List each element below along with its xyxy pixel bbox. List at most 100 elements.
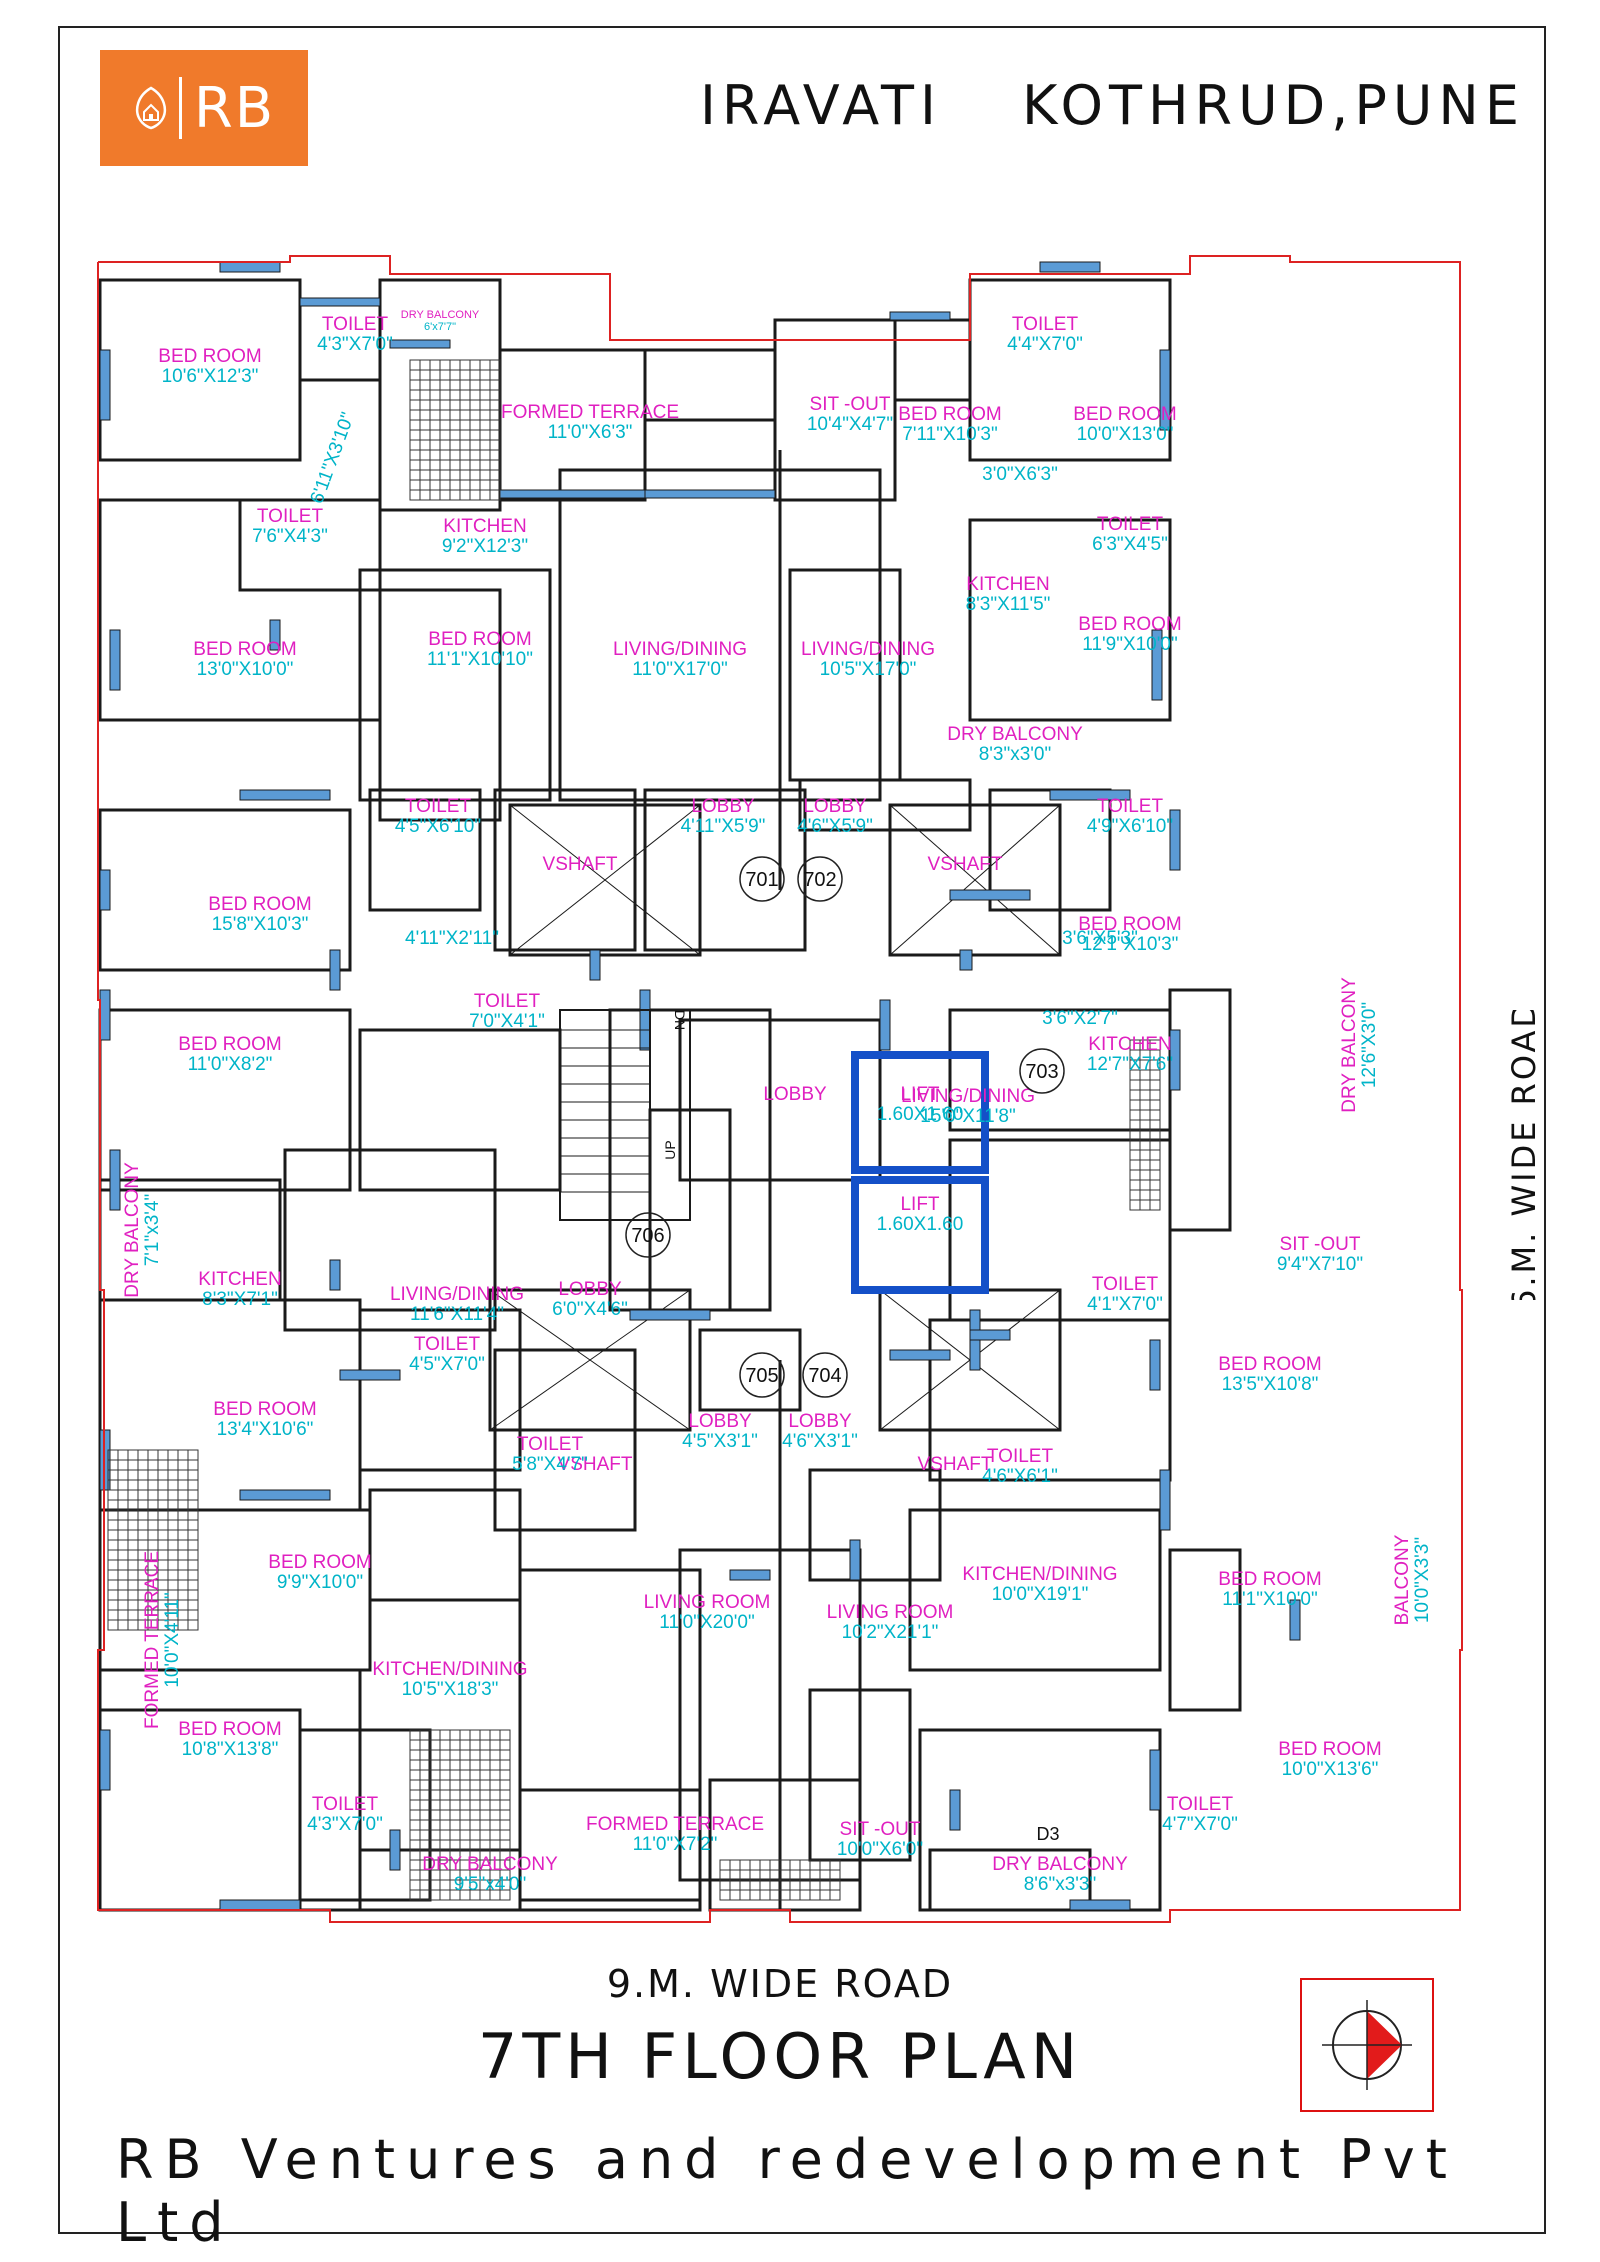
wall-room-10 [378, 588, 502, 822]
room-35: LOBBY [763, 1084, 827, 1105]
wall-room-49 [928, 1848, 1092, 1912]
window-35 [949, 1789, 961, 1831]
room-dimension: 15'8"X10'3" [212, 914, 309, 935]
room-dimension: 4'9"X6'10" [1087, 816, 1173, 837]
wall-room-17 [493, 788, 637, 952]
room-45: VSHAFT [918, 1454, 993, 1475]
window-27 [969, 1329, 1011, 1341]
wall-room-33 [928, 1318, 1172, 1482]
room-name: BED ROOM [1278, 1739, 1381, 1760]
wall-room-14 [968, 518, 1172, 722]
wall-room-31 [358, 1308, 522, 1472]
room-name: FORMED TERRACE [586, 1814, 764, 1835]
window-0 [99, 349, 111, 421]
room-dimension: 10'0"X19'1" [992, 1584, 1089, 1605]
flat-number-705: 705 [745, 1365, 778, 1387]
wall-room-51 [698, 1328, 802, 1412]
window-3 [389, 339, 451, 349]
room-name: LOBBY [803, 796, 867, 817]
room-name: VSHAFT [928, 854, 1003, 875]
room-dimension: 10'0"X6'0" [837, 1839, 923, 1860]
room-dimension: 10'8"X13'8" [182, 1739, 279, 1760]
room-dimension: 4'11"X2'11" [405, 928, 499, 949]
window-4 [499, 489, 646, 499]
flat-number-706: 706 [631, 1225, 664, 1247]
wall-room-35 [368, 1488, 522, 1602]
window-6 [889, 311, 951, 321]
room-dimension: 12'7"X7'6" [1087, 1054, 1173, 1075]
room-name: BALCONY [1392, 1534, 1413, 1625]
room-dimension: 13'5"X10'8" [1222, 1374, 1319, 1395]
vent-shaft-1 [888, 803, 1062, 957]
room-name: DRY BALCONY [1339, 977, 1360, 1113]
room-dimension: 9'2"X12'3" [442, 536, 528, 557]
room-dimension: 3'6"X2'7" [1042, 1008, 1118, 1029]
room-name: BED ROOM [158, 346, 261, 367]
room-name: SIT -OUT [810, 394, 891, 415]
room-dimension: 9'5"x4'0" [454, 1874, 527, 1895]
room-name: LOBBY [691, 796, 755, 817]
room-name: BED ROOM [1078, 914, 1181, 935]
flat-door-swing [1019, 1048, 1065, 1094]
room-dimension: 5'8"X4'7" [512, 1454, 588, 1475]
room-name: DRY BALCONY [947, 724, 1083, 745]
room-dimension: 9'9"X10'0" [277, 1572, 363, 1593]
room-dimension: 10'5"X18'3" [402, 1679, 499, 1700]
side-road-label: 6.M. WIDE ROAD [1496, 1000, 1556, 1310]
room-dimension: 8'3"X11'5" [966, 594, 1051, 615]
room-name: KITCHEN/DINING [962, 1564, 1117, 1585]
room-dimension: 10'6"X12'3" [162, 366, 259, 387]
wall-room-22 [358, 1028, 562, 1192]
terrace-hatching [107, 359, 1161, 1901]
room-name: LIVING ROOM [644, 1592, 771, 1613]
wall-room-24 [678, 1018, 882, 1182]
company-logo: RB [100, 50, 308, 166]
stair-up-label: UP [662, 1140, 678, 1159]
room-dimension: 10'0"X3'3" [1412, 1537, 1433, 1623]
project-name: IRAVATI [700, 74, 942, 137]
room-name: BED ROOM [268, 1552, 371, 1573]
window-10 [109, 629, 121, 691]
room-dimension: 4'1"X7'0" [1087, 1294, 1163, 1315]
room-dimension: 11'6"X11'4" [410, 1304, 504, 1325]
wall-room-5 [773, 318, 897, 502]
room-dimension: 4'7"X7'0" [1162, 1814, 1238, 1835]
window-16 [329, 949, 341, 991]
room-dimension: 11'0"X17'0" [632, 659, 727, 680]
room-dimension: 8'3"X7'1" [202, 1289, 278, 1310]
room-name: TOILET [517, 1434, 584, 1455]
room-name: SIT -OUT [840, 1819, 921, 1840]
window-22 [109, 1149, 121, 1211]
room-dimension: 1.60X1.60 [877, 1104, 964, 1125]
room-name: TOILET [257, 506, 324, 527]
room-name: LIVING/DINING [613, 639, 747, 660]
room-dimension: 11'0"X8'2" [188, 1054, 273, 1075]
room-dimension: 6'3"X4'5" [1092, 534, 1168, 555]
room-name: TOILET [405, 796, 472, 817]
room-name: LIVING/DINING [901, 1086, 1035, 1107]
window-7 [1039, 261, 1101, 273]
room-name: LIFT [900, 1194, 939, 1215]
room-dimension: 4'4"X7'0" [1007, 334, 1083, 355]
